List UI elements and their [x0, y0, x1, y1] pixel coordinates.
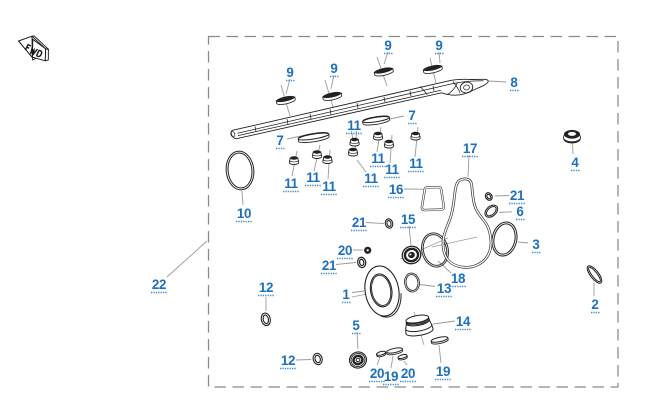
svg-text:17: 17 — [463, 141, 477, 156]
svg-text:15: 15 — [401, 212, 416, 227]
svg-text:5: 5 — [352, 318, 360, 333]
svg-text:13: 13 — [437, 281, 451, 296]
svg-text:7: 7 — [408, 108, 415, 123]
svg-text:9: 9 — [286, 65, 293, 80]
svg-text:20: 20 — [338, 243, 352, 258]
svg-text:20: 20 — [401, 366, 415, 381]
svg-text:4: 4 — [571, 155, 579, 170]
svg-text:11: 11 — [385, 162, 399, 177]
svg-text:8: 8 — [510, 75, 518, 90]
svg-text:14: 14 — [456, 314, 471, 329]
svg-text:9: 9 — [384, 38, 391, 53]
svg-text:20: 20 — [370, 366, 384, 381]
svg-text:1: 1 — [342, 287, 350, 302]
svg-text:21: 21 — [322, 258, 337, 273]
svg-text:19: 19 — [436, 364, 450, 379]
svg-text:11: 11 — [371, 151, 385, 166]
svg-text:21: 21 — [510, 188, 525, 203]
svg-text:9: 9 — [330, 61, 337, 76]
svg-text:11: 11 — [322, 179, 336, 194]
svg-text:10: 10 — [237, 206, 251, 221]
svg-text:11: 11 — [306, 170, 320, 185]
svg-text:19: 19 — [384, 369, 398, 384]
svg-text:2: 2 — [591, 297, 598, 312]
svg-text:16: 16 — [389, 182, 403, 197]
svg-text:11: 11 — [364, 171, 378, 186]
svg-text:12: 12 — [281, 353, 295, 368]
svg-text:9: 9 — [435, 38, 442, 53]
svg-text:3: 3 — [532, 237, 539, 252]
svg-text:11: 11 — [409, 156, 423, 171]
svg-text:21: 21 — [352, 215, 367, 230]
svg-text:6: 6 — [516, 204, 523, 219]
svg-text:11: 11 — [284, 176, 298, 191]
svg-text:18: 18 — [451, 271, 466, 286]
svg-text:11: 11 — [347, 118, 361, 133]
svg-text:7: 7 — [276, 133, 283, 148]
svg-text:22: 22 — [152, 277, 166, 292]
svg-text:12: 12 — [259, 280, 273, 295]
